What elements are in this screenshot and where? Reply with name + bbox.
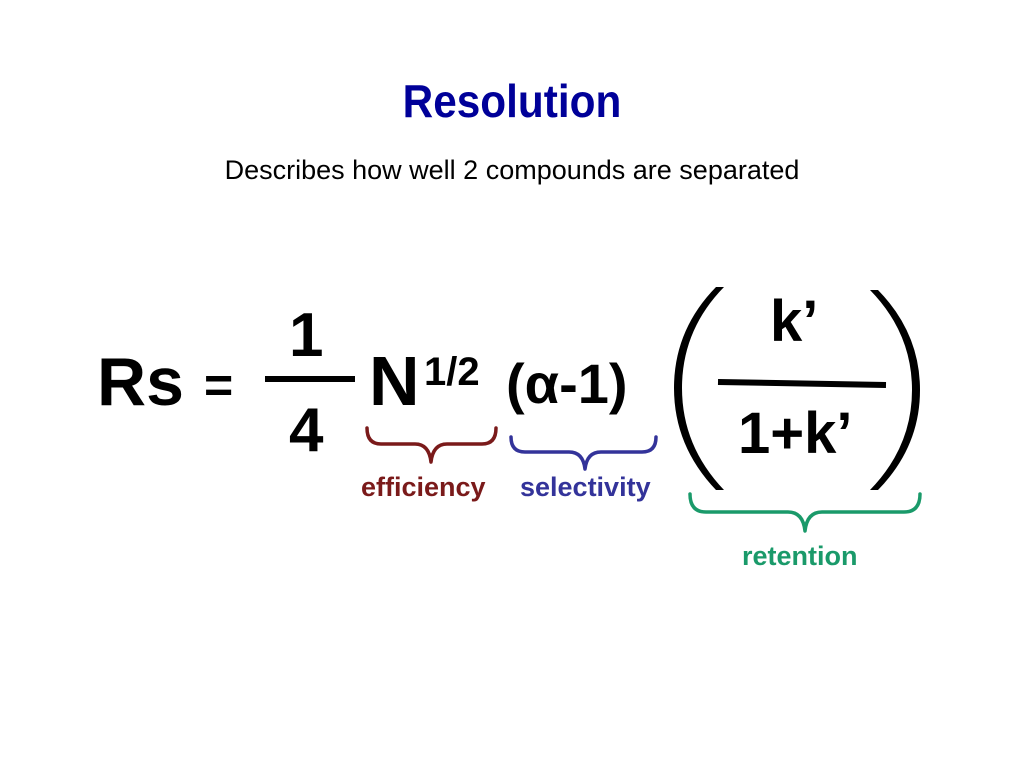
fraction-denominator: 4 bbox=[289, 396, 324, 465]
retention-fraction-bar bbox=[717, 379, 887, 388]
efficiency-label: efficiency bbox=[361, 472, 486, 502]
slide-title: Resolution bbox=[402, 75, 622, 127]
retention-brace bbox=[688, 492, 922, 533]
left-large-parenthesis bbox=[674, 287, 724, 490]
selectivity-brace bbox=[509, 435, 658, 471]
plate-number-symbol: N bbox=[369, 342, 420, 420]
equals-sign: = bbox=[204, 357, 234, 413]
retention-denominator: 1+k’ bbox=[738, 401, 853, 466]
slide-subtitle: Describes how well 2 compounds are separ… bbox=[224, 155, 800, 185]
rs-symbol: Rs bbox=[97, 344, 184, 420]
selectivity-term: (α-1) bbox=[506, 352, 628, 415]
selectivity-label: selectivity bbox=[520, 472, 651, 502]
fraction-numerator: 1 bbox=[289, 301, 324, 370]
retention-label: retention bbox=[742, 541, 858, 571]
retention-numerator: k’ bbox=[770, 289, 819, 354]
efficiency-brace bbox=[365, 426, 498, 464]
right-large-parenthesis bbox=[870, 290, 920, 490]
plate-number-exponent: 1/2 bbox=[424, 350, 480, 394]
